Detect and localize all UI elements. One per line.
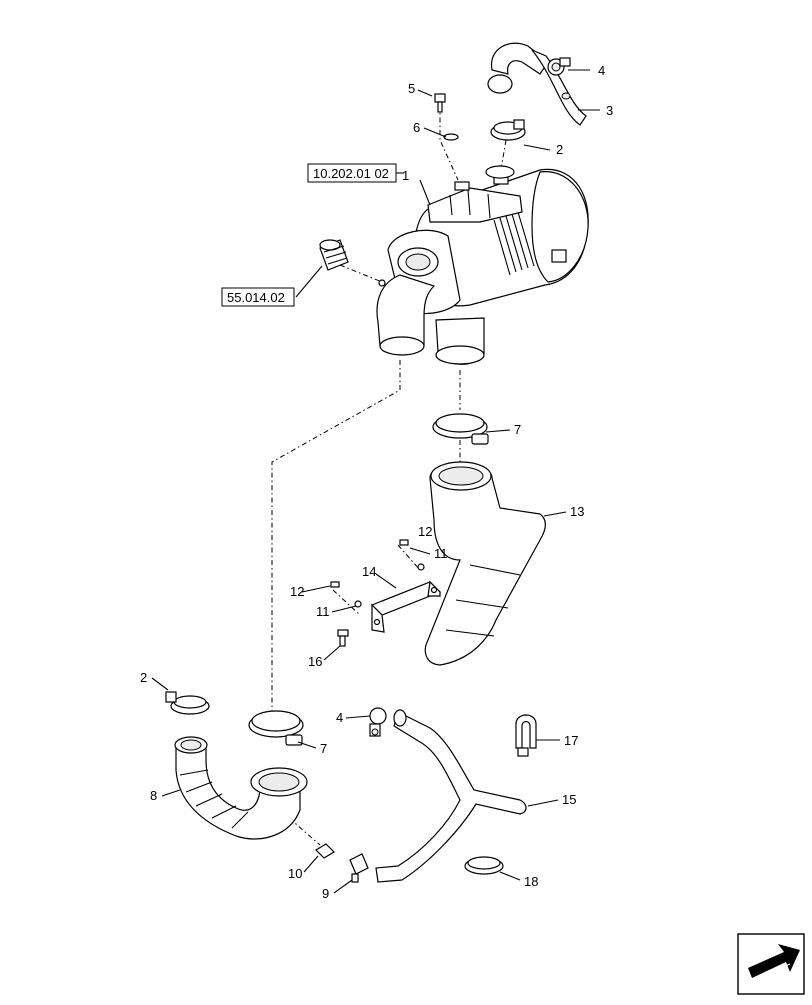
reference-box-air-cleaner[interactable]: 10.202.01 02 <box>307 163 397 183</box>
callout-3: 3 <box>606 103 613 118</box>
ring-part-18[interactable] <box>464 856 504 875</box>
callout-15: 15 <box>562 792 576 807</box>
callout-2-top: 2 <box>556 142 563 157</box>
callout-5: 5 <box>408 81 415 96</box>
clamp-lower-4[interactable] <box>369 707 387 737</box>
reference-label-sensor: 55.014.02 <box>227 290 285 305</box>
callout-12-upper: 12 <box>418 524 432 539</box>
callout-18: 18 <box>524 874 538 889</box>
callout-9: 9 <box>322 886 329 901</box>
clamp-top[interactable] <box>547 57 571 76</box>
callout-8: 8 <box>150 788 157 803</box>
callout-14: 14 <box>362 564 376 579</box>
reference-label-air-cleaner: 10.202.01 02 <box>313 166 389 181</box>
callout-numbers: 1 4 3 2 5 6 7 13 12 11 14 12 11 16 2 4 7… <box>140 63 613 901</box>
nipple-part-10[interactable] <box>315 843 335 859</box>
callout-6: 6 <box>413 120 420 135</box>
leader-lines <box>151 69 600 894</box>
callout-17: 17 <box>564 733 578 748</box>
hose-clamp-top[interactable] <box>490 119 526 141</box>
intake-duct[interactable] <box>424 461 546 666</box>
air-cleaner-assembly[interactable] <box>376 165 589 365</box>
callout-7-lower: 7 <box>320 741 327 756</box>
callout-11-upper: 11 <box>434 546 448 561</box>
bracket-part-14[interactable] <box>370 580 442 633</box>
callout-12-lower: 12 <box>290 584 304 599</box>
callout-2-lower: 2 <box>140 670 147 685</box>
restriction-sensor[interactable] <box>319 239 386 287</box>
callout-4-top: 4 <box>598 63 605 78</box>
callout-4-lower: 4 <box>336 710 343 725</box>
hose-clamp-upper[interactable] <box>432 413 489 445</box>
bolt-part-5[interactable] <box>434 93 446 113</box>
upper-hose[interactable] <box>487 42 587 126</box>
callout-1: 1 <box>402 168 409 183</box>
callout-10: 10 <box>288 866 302 881</box>
clip-part-17[interactable] <box>515 714 537 757</box>
elbow-hose[interactable] <box>174 736 308 840</box>
small-hardware[interactable] <box>330 539 425 647</box>
reference-box-sensor[interactable]: 55.014.02 <box>221 287 295 307</box>
washer-part-6[interactable] <box>443 133 459 141</box>
hose-clamp-lower[interactable] <box>165 691 210 715</box>
callout-11-lower: 11 <box>316 604 330 619</box>
callout-13: 13 <box>570 504 584 519</box>
callout-7-upper: 7 <box>514 422 521 437</box>
clip-part-9[interactable] <box>349 853 369 883</box>
callout-16: 16 <box>308 654 322 669</box>
hose-clamp-lower-7[interactable] <box>248 710 304 746</box>
next-page-arrow-icon[interactable] <box>737 933 805 995</box>
vacuator-hose[interactable] <box>375 709 527 883</box>
